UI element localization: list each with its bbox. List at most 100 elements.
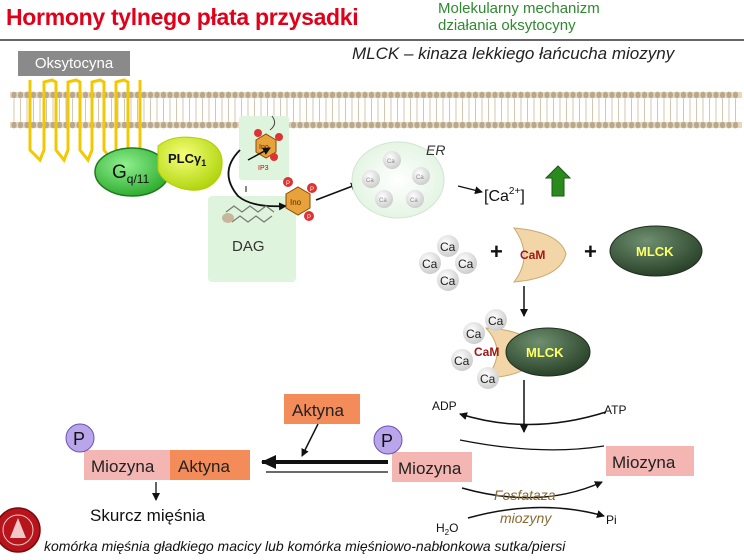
lipid-head xyxy=(388,91,394,99)
lipid-head xyxy=(687,91,693,99)
lipid-head xyxy=(186,91,193,99)
actin-box xyxy=(284,394,360,424)
lipid-head xyxy=(589,91,596,99)
phosphatase-label-2: miozyny xyxy=(500,510,552,526)
lipid-head xyxy=(206,121,212,129)
gq-label: Gq/11 xyxy=(112,162,150,186)
myosin-label: Miozyna xyxy=(612,453,676,472)
lipid-head xyxy=(693,91,700,99)
myosin-box-complex xyxy=(84,450,170,480)
svg-text:MLCK: MLCK xyxy=(526,345,564,360)
lipid-head xyxy=(355,91,362,99)
lipid-head xyxy=(206,91,212,99)
lipid-head xyxy=(69,121,76,129)
lipid-head xyxy=(225,91,232,99)
dag-label: DAG xyxy=(232,238,265,255)
lipid-head xyxy=(24,121,30,129)
lipid-head xyxy=(219,121,225,129)
lipid-head xyxy=(518,91,524,99)
lipid-head xyxy=(277,91,284,99)
myosin-box-unphosphorylated xyxy=(606,446,694,476)
phosphatase-label-1: Fosfataza xyxy=(494,487,556,503)
lipid-head xyxy=(440,91,446,99)
lipid-head xyxy=(368,121,375,129)
lipid-head xyxy=(349,91,355,99)
mlck-definition: MLCK – kinaza lekkiego łańcucha miozyny xyxy=(352,44,675,63)
lipid-head xyxy=(82,91,89,99)
lipid-head xyxy=(11,91,17,99)
myosin-box-phosphorylated xyxy=(392,452,472,482)
svg-text:Ca: Ca xyxy=(440,240,456,254)
page-title: Hormony tylnego płata przysadki xyxy=(6,4,359,30)
lipid-head xyxy=(297,91,303,99)
svg-text:Ca: Ca xyxy=(454,354,470,368)
lipid-head xyxy=(641,121,648,129)
lipid-head xyxy=(719,121,726,129)
lipid-head xyxy=(154,91,160,99)
lipid-head xyxy=(381,121,388,129)
lipid-head xyxy=(433,121,440,129)
lipid-head xyxy=(258,91,264,99)
lipid-head xyxy=(446,121,453,129)
phosphatase-arrow xyxy=(461,481,603,499)
lipid-head xyxy=(531,91,537,99)
lipid-head xyxy=(284,91,290,99)
lipid-head xyxy=(310,91,316,99)
lipid-head xyxy=(511,121,518,129)
lipid-head xyxy=(485,91,492,99)
lipid-head xyxy=(472,91,479,99)
ip3-released: Ino P P P xyxy=(283,177,317,221)
phosphate-icon xyxy=(283,177,293,187)
lipid-head xyxy=(466,91,472,99)
plc-label: PLCγ1 xyxy=(168,151,206,168)
lipid-head xyxy=(238,91,245,99)
lipid-head xyxy=(245,91,251,99)
lipid-head xyxy=(635,91,641,99)
lipid-head xyxy=(388,121,394,129)
lipid-head xyxy=(160,91,167,99)
lipid-head xyxy=(173,121,180,129)
lipid-head xyxy=(56,91,63,99)
lipid-head xyxy=(141,121,147,129)
lipid-head xyxy=(602,91,609,99)
lipid-head xyxy=(303,91,310,99)
actin-label: Aktyna xyxy=(178,457,231,476)
lipid-head xyxy=(199,91,206,99)
phosphate-badge-label: P xyxy=(381,431,393,451)
lipid-head xyxy=(362,91,368,99)
lipid-head xyxy=(336,91,342,99)
lipid-head xyxy=(212,91,219,99)
lipid-head xyxy=(186,121,193,129)
lipid-head xyxy=(24,91,30,99)
lipid-head xyxy=(108,121,115,129)
ca-release-arrow xyxy=(457,185,483,195)
lipid-head xyxy=(232,91,238,99)
pi-label: Pi xyxy=(606,513,617,527)
lipid-head xyxy=(355,121,362,129)
svg-text:Ca: Ca xyxy=(458,257,474,271)
lipid-head xyxy=(674,91,680,99)
lipid-head xyxy=(95,121,102,129)
lipid-head xyxy=(316,91,323,99)
lipid-head xyxy=(589,121,596,129)
lipid-head xyxy=(160,121,167,129)
receptor-label: Oksytocyna xyxy=(18,51,130,76)
lipid-head xyxy=(583,91,589,99)
phosphate-icon xyxy=(307,183,317,193)
svg-text:Ca: Ca xyxy=(410,198,418,204)
lipid-head xyxy=(667,91,674,99)
lipid-head xyxy=(479,91,485,99)
phosphate-icon xyxy=(275,133,283,141)
svg-text:P: P xyxy=(310,187,314,193)
lipid-head xyxy=(316,121,323,129)
lipid-head xyxy=(563,121,570,129)
lipid-head xyxy=(459,91,466,99)
lipid-head xyxy=(661,121,667,129)
lipid-head xyxy=(427,91,433,99)
lipid-head xyxy=(570,121,576,129)
lipid-head xyxy=(537,121,544,129)
lipid-head xyxy=(615,91,622,99)
svg-text:P: P xyxy=(307,215,311,221)
lipid-head xyxy=(732,91,739,99)
lipid-head xyxy=(212,121,219,129)
